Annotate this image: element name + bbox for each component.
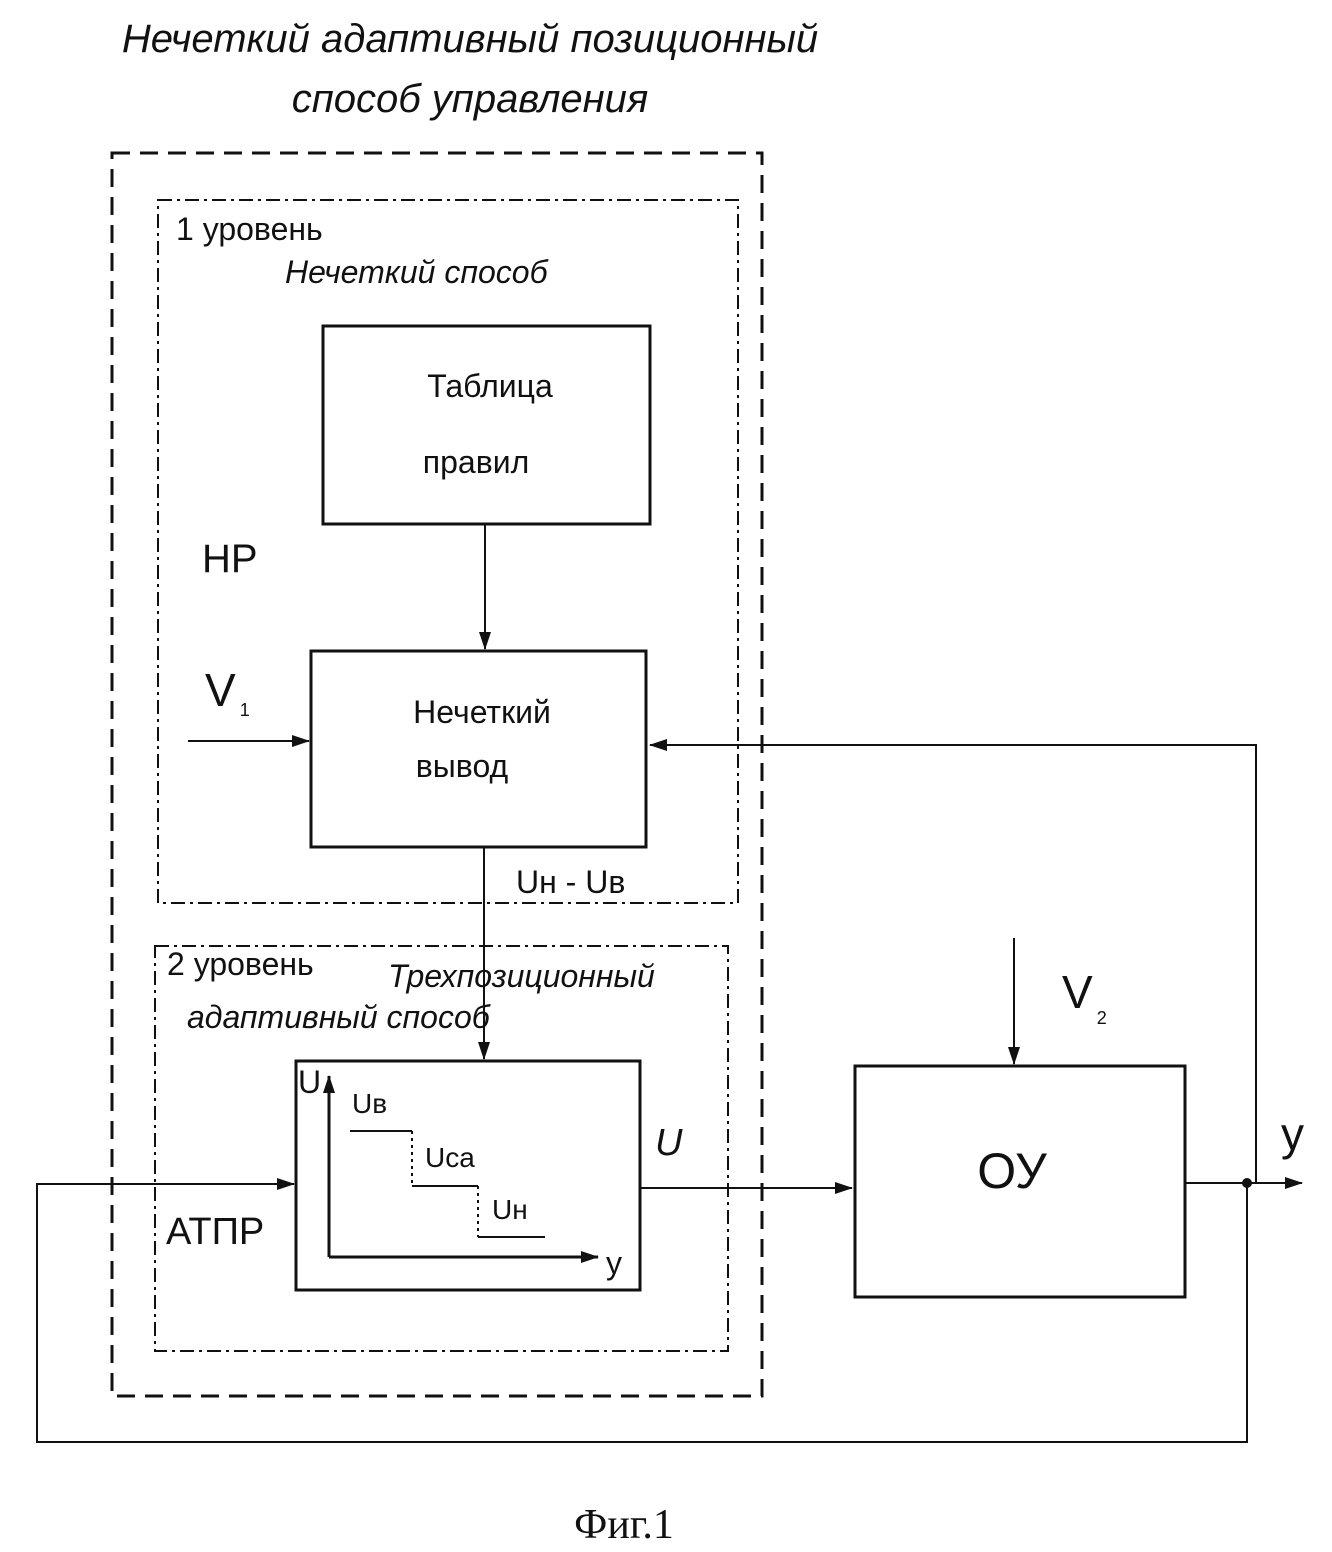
output-y-label: у <box>1281 1108 1304 1160</box>
fuzzy-regulator-label: НР <box>202 537 258 581</box>
inner-un-label: Uн <box>492 1194 528 1225</box>
signal-un-ub-label: Uн - Uв <box>516 864 625 900</box>
output-branch-node <box>1242 1178 1252 1188</box>
diagram-title-line1: Нечеткий адаптивный позиционный <box>122 17 818 61</box>
level2-label: 2 уровень <box>167 946 314 982</box>
inner-axis-u-label: U <box>298 1064 321 1100</box>
plant-label: ОУ <box>977 1143 1047 1199</box>
rules-table-label-line2: правил <box>423 444 529 480</box>
v1-subscript: 1 <box>240 700 250 720</box>
atpr-block <box>294 1059 642 1292</box>
rules-table-label-line1: Таблица <box>427 368 553 404</box>
v2-subscript: 2 <box>1097 1008 1107 1028</box>
fuzzy-inference-label-line1: Нечеткий <box>413 694 551 730</box>
level1-boundary <box>157 199 739 904</box>
level2-method-label-line1: Трехпозиционный <box>388 958 655 994</box>
rules-table-block <box>321 324 652 526</box>
inner-ub-label: Uв <box>352 1088 387 1119</box>
plant-block <box>853 1064 1187 1299</box>
atpr-label: АТПР <box>166 1211 264 1253</box>
level1-method-label: Нечеткий способ <box>285 254 549 290</box>
fuzzy-inference-block <box>309 649 648 849</box>
feedback-to-inference-line <box>649 739 1257 1184</box>
inner-axis-y-label: у <box>606 1245 622 1281</box>
outer-method-boundary <box>110 151 764 1398</box>
inner-uca-label: Uca <box>425 1142 475 1173</box>
fuzzy-inference-label-line2: вывод <box>416 748 509 784</box>
v2-main: V <box>1062 966 1093 1018</box>
figure-caption: Фиг.1 <box>574 1502 674 1548</box>
u-signal-label: U <box>655 1122 683 1164</box>
level2-boundary <box>154 945 729 1352</box>
diagram-title-line2: способ управления <box>292 77 649 121</box>
v1-main: V <box>205 664 236 716</box>
level2-method-label-line2: адаптивный способ <box>187 999 491 1035</box>
level1-label: 1 уровень <box>176 211 323 247</box>
feedback-to-atpr-line <box>36 1178 1248 1443</box>
